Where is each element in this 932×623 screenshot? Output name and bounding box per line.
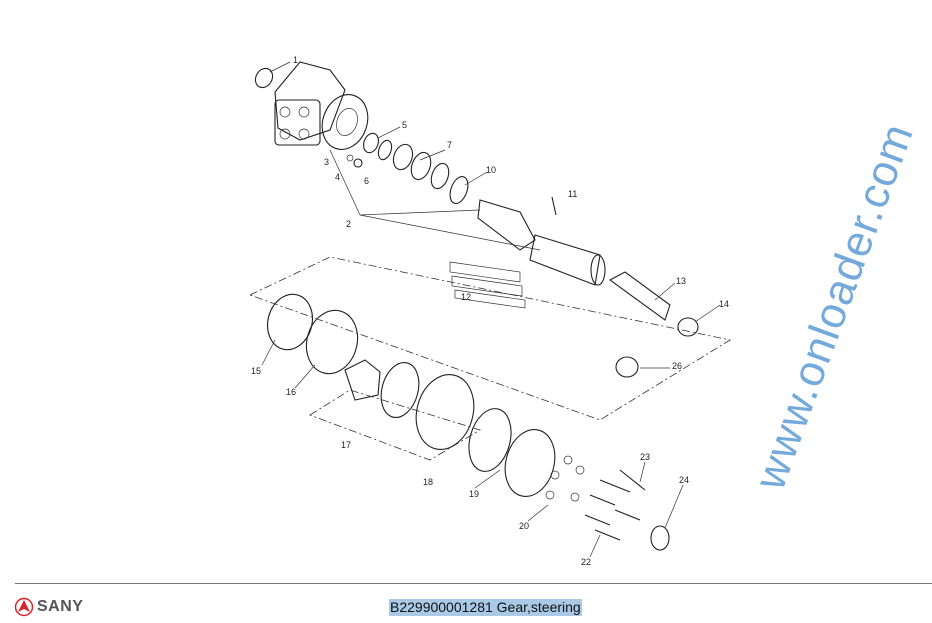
nameplate (650, 525, 670, 551)
label-7: 7 (447, 140, 452, 150)
brand-name: SANY (37, 598, 84, 615)
sleeve (529, 234, 601, 286)
label-12: 12 (461, 292, 471, 302)
label-3: 3 (324, 157, 329, 167)
label-5: 5 (402, 120, 407, 130)
label-19: 19 (469, 489, 479, 499)
label-4: 4 (335, 172, 340, 182)
leader-lines (261, 61, 721, 558)
label-26: 26 (672, 361, 682, 371)
sany-logo-icon (14, 597, 34, 617)
footer-divider (15, 583, 932, 584)
seal-ring (254, 67, 274, 89)
label-15: 15 (251, 366, 261, 376)
label-6: 6 (364, 176, 369, 186)
steering-housing (274, 61, 369, 150)
label-17: 17 (341, 440, 351, 450)
label-24: 24 (679, 475, 689, 485)
label-23: 23 (640, 452, 650, 462)
spool (477, 199, 536, 251)
rings (346, 132, 469, 204)
label-22: 22 (581, 557, 591, 567)
label-1: 1 (293, 55, 298, 65)
label-14: 14 (719, 299, 729, 309)
label-16: 16 (286, 387, 296, 397)
label-11: 11 (568, 189, 577, 199)
label-18: 18 (423, 477, 433, 487)
washers (545, 455, 585, 502)
gear-set (266, 293, 556, 497)
part-caption: B229900001281 Gear,steering (389, 599, 582, 616)
label-20: 20 (519, 521, 529, 531)
label-13: 13 (676, 276, 686, 286)
cardan-shaft (608, 271, 699, 378)
bolts (584, 469, 646, 541)
label-10: 10 (486, 165, 496, 175)
exploded-parts-diagram: 1 2 3 4 5 6 7 10 11 12 13 14 15 16 17 18… (248, 55, 732, 567)
label-2: 2 (346, 219, 351, 229)
sany-logo: SANY (14, 597, 83, 617)
part-labels: 1 2 3 4 5 6 7 10 11 12 13 14 15 16 17 18… (251, 55, 729, 567)
